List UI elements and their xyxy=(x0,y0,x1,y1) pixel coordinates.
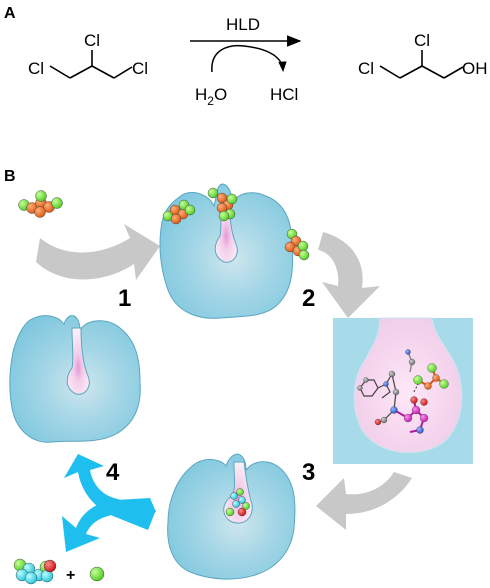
released-chloride-ion xyxy=(89,566,105,582)
water-hcl-curved-arrow xyxy=(211,44,287,73)
step-3-arrow xyxy=(316,472,412,530)
panel-a-label: A xyxy=(4,5,16,22)
plus-sign: + xyxy=(66,567,75,584)
product-oh: OH xyxy=(462,59,488,78)
enzyme-product-release xyxy=(167,453,296,580)
step-1-arrow xyxy=(36,224,160,280)
step-1-number: 1 xyxy=(118,285,131,312)
released-product-alcohol xyxy=(13,558,57,585)
reactant-cl-left: Cl xyxy=(28,59,44,78)
reactant-cl-top: Cl xyxy=(84,31,100,50)
step-3-number: 3 xyxy=(302,459,315,486)
step-4-branch-arrow xyxy=(62,454,156,552)
step-2-number: 2 xyxy=(302,285,315,312)
product-cl-left: Cl xyxy=(358,59,374,78)
active-site-zoom xyxy=(333,317,473,464)
reactant-cl-right: Cl xyxy=(132,59,148,78)
water-label: H2O xyxy=(195,85,227,108)
step-4-number: 4 xyxy=(106,459,120,486)
product-structure xyxy=(379,50,464,79)
product-cl-top: Cl xyxy=(414,31,430,50)
enzyme-empty xyxy=(9,315,141,443)
step-2-arrow xyxy=(318,232,380,318)
panel-b-label: B xyxy=(4,168,16,185)
enzyme-label: HLD xyxy=(226,15,260,34)
hcl-label: HCl xyxy=(270,85,298,104)
substrate-molecule-free xyxy=(18,190,63,218)
enzyme-substrate-binding xyxy=(159,183,310,319)
reactant-structure xyxy=(49,50,133,79)
